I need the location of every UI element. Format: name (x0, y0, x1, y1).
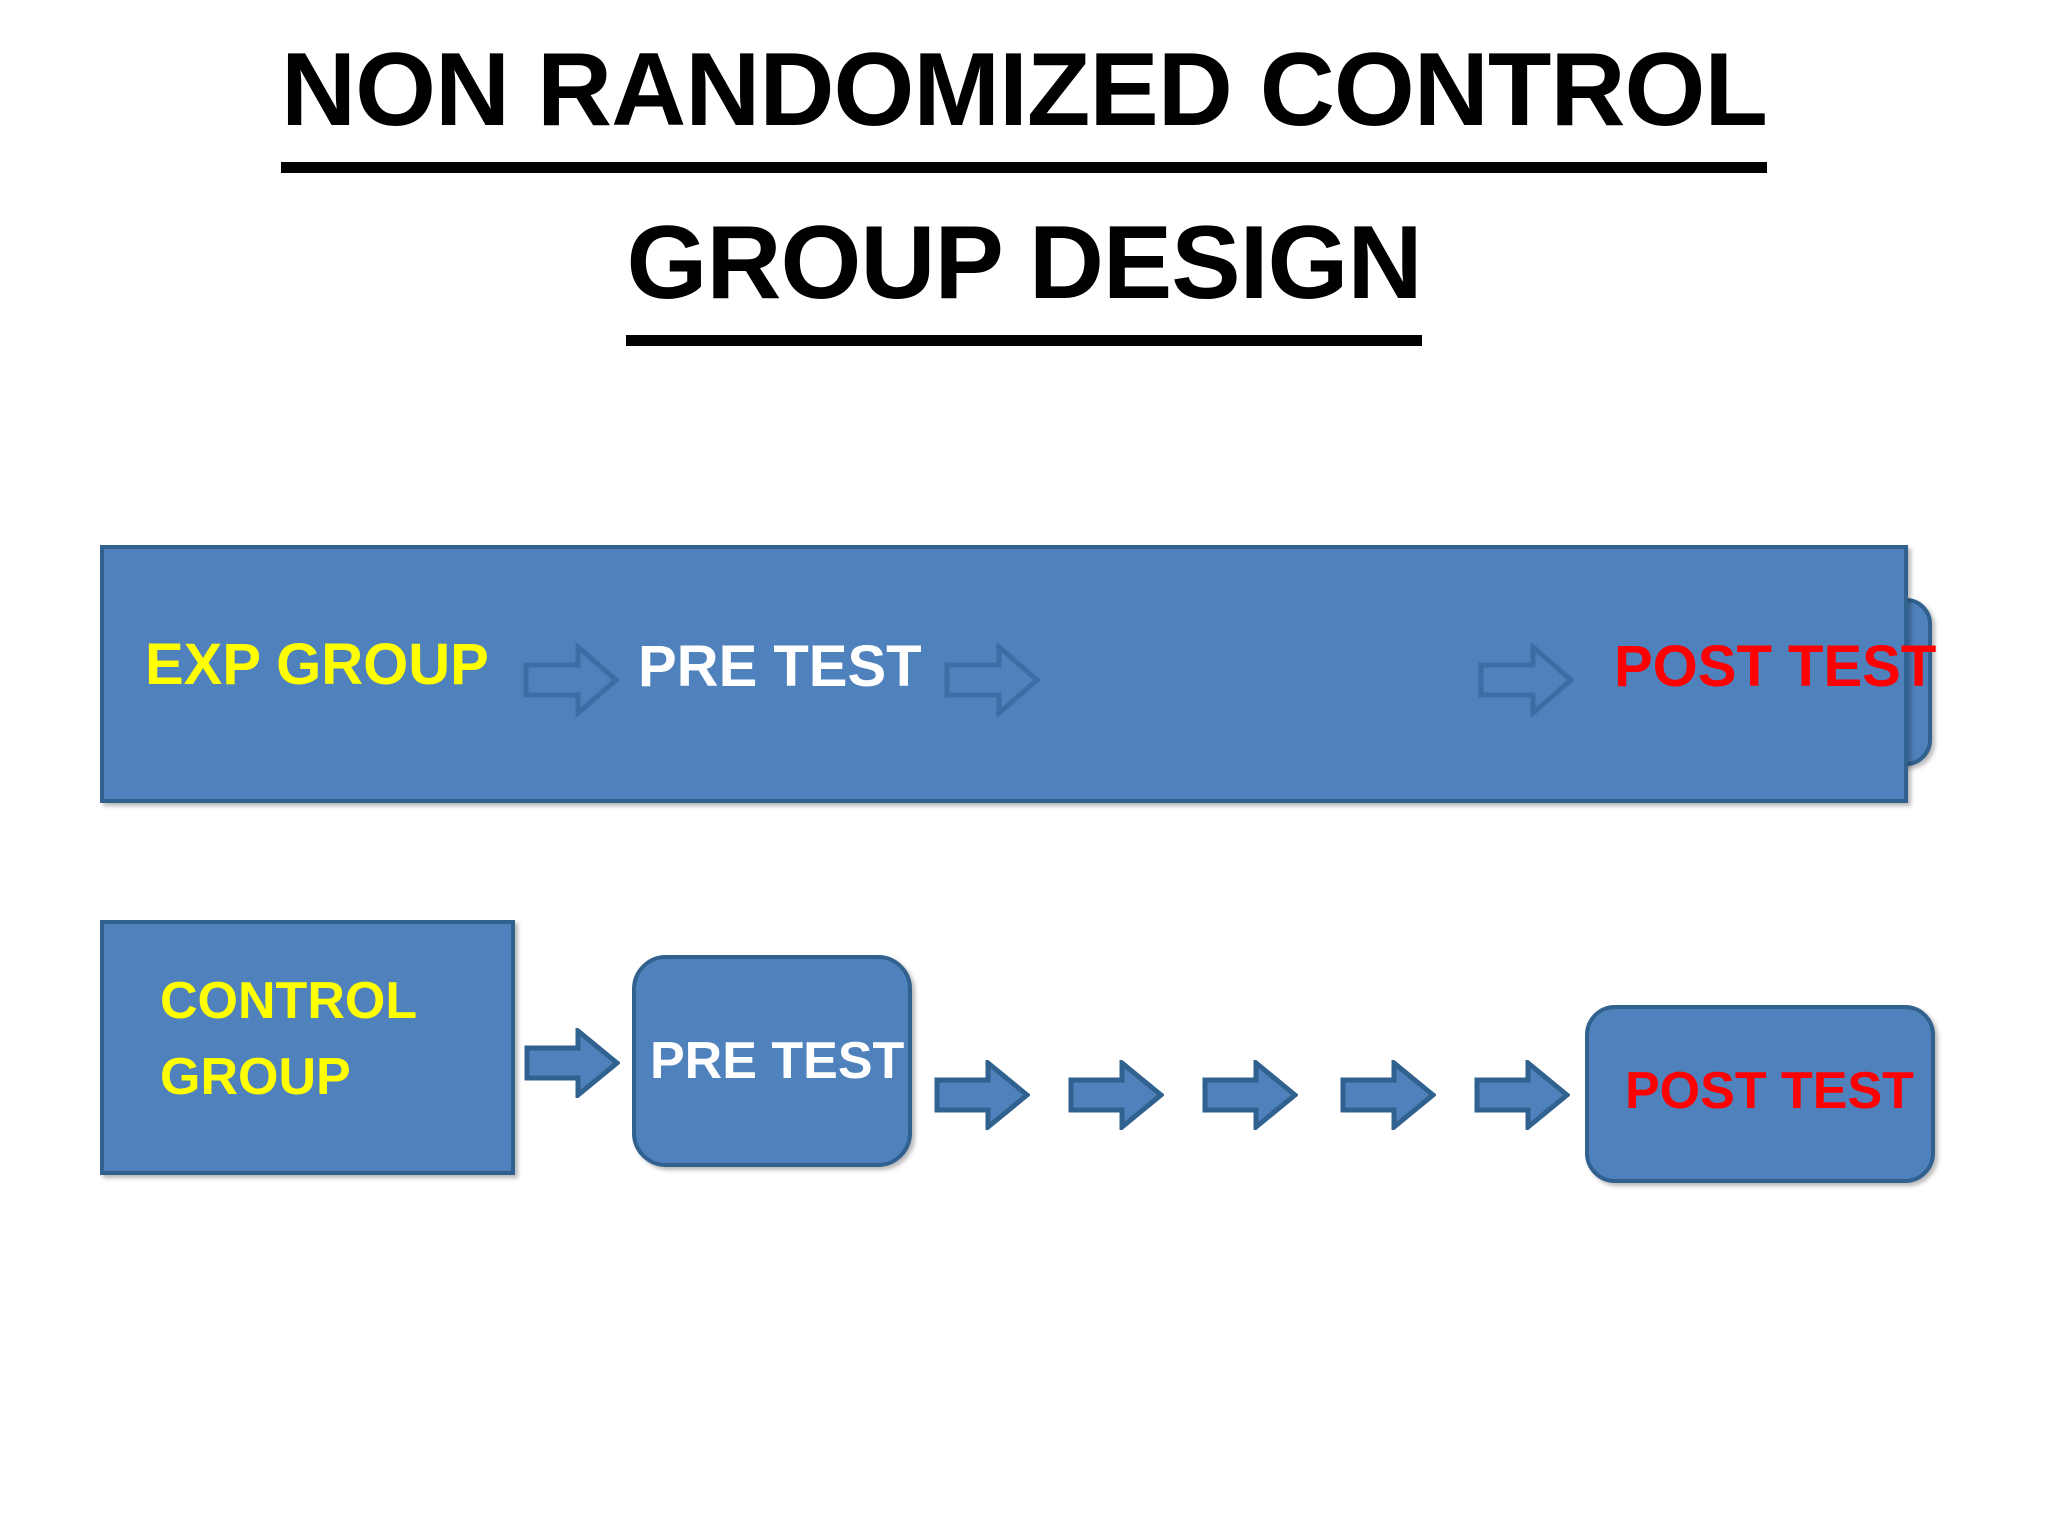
control-pretest-label: PRE TEST (650, 1032, 905, 1090)
arrow-right-outline-icon (523, 643, 619, 717)
control-pretest-box[interactable] (632, 955, 912, 1167)
arrow-right-filled-icon (1202, 1060, 1298, 1130)
control-posttest-label: POST TEST (1625, 1062, 1914, 1120)
control-group-label-line1: CONTROL (160, 972, 418, 1030)
exp-group-bar[interactable] (100, 545, 1908, 803)
control-posttest-box[interactable] (1585, 1005, 1935, 1183)
exp-pretest-label: PRE TEST (638, 634, 922, 699)
arrow-right-filled-icon (524, 1028, 620, 1098)
page-title: NON RANDOMIZED CONTROL GROUP DESIGN (0, 22, 2048, 346)
control-group-label-line2: GROUP (160, 1048, 351, 1106)
arrow-right-filled-icon (934, 1060, 1030, 1130)
arrow-right-outline-icon (944, 643, 1040, 717)
title-line-1: NON RANDOMIZED CONTROL (281, 22, 1768, 173)
exp-posttest-label: POST TEST (1614, 634, 1937, 699)
control-group-box[interactable] (100, 920, 515, 1175)
arrow-right-outline-icon (1478, 643, 1574, 717)
exp-group-label: EXP GROUP (145, 632, 489, 697)
title-line-2: GROUP DESIGN (626, 195, 1423, 346)
arrow-right-filled-icon (1068, 1060, 1164, 1130)
title-line-2-wrapper: GROUP DESIGN (0, 195, 2048, 346)
arrow-right-filled-icon (1340, 1060, 1436, 1130)
arrow-right-filled-icon (1474, 1060, 1570, 1130)
